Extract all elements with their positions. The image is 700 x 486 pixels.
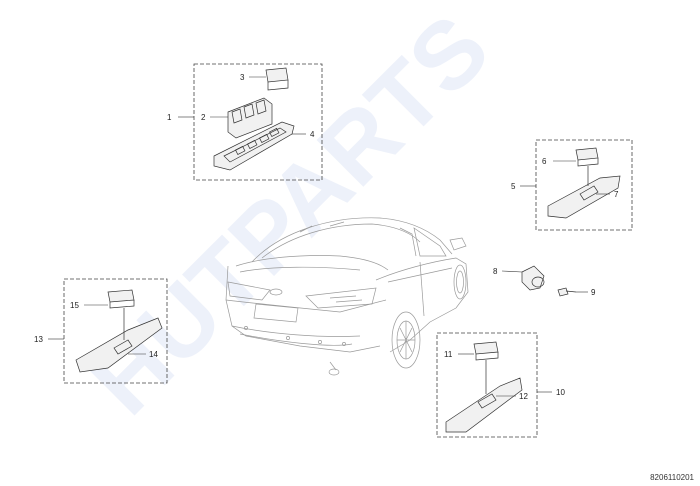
callout-4: 4 bbox=[310, 130, 315, 139]
callout-7: 7 bbox=[614, 190, 619, 199]
callout-11: 11 bbox=[444, 350, 453, 359]
group-box-5 bbox=[535, 139, 633, 231]
callout-2: 2 bbox=[201, 113, 206, 122]
callout-10: 10 bbox=[556, 388, 565, 397]
callout-3: 3 bbox=[240, 73, 245, 82]
callout-14: 14 bbox=[149, 350, 158, 359]
group-box-13 bbox=[63, 278, 168, 384]
passenger-switch-assembly-front bbox=[547, 147, 621, 219]
watermark: HUTPARTS bbox=[69, 0, 509, 435]
callout-8: 8 bbox=[493, 267, 498, 276]
callout-5: 5 bbox=[511, 182, 516, 191]
car-illustration bbox=[225, 217, 469, 376]
bulb-socket-and-screw bbox=[521, 265, 577, 297]
diagram-code: 8206110201 bbox=[650, 473, 694, 482]
callout-13: 13 bbox=[34, 335, 43, 344]
callout-6: 6 bbox=[542, 157, 547, 166]
master-window-switch-assembly bbox=[213, 67, 295, 171]
group-box-10 bbox=[436, 332, 538, 438]
passenger-switch-assembly-rear-right bbox=[445, 341, 523, 433]
passenger-switch-assembly-rear-left bbox=[75, 289, 163, 373]
group-box-1 bbox=[193, 63, 323, 181]
callout-12: 12 bbox=[519, 392, 528, 401]
callout-9: 9 bbox=[591, 288, 596, 297]
callout-1: 1 bbox=[167, 113, 172, 122]
callout-15: 15 bbox=[70, 301, 79, 310]
